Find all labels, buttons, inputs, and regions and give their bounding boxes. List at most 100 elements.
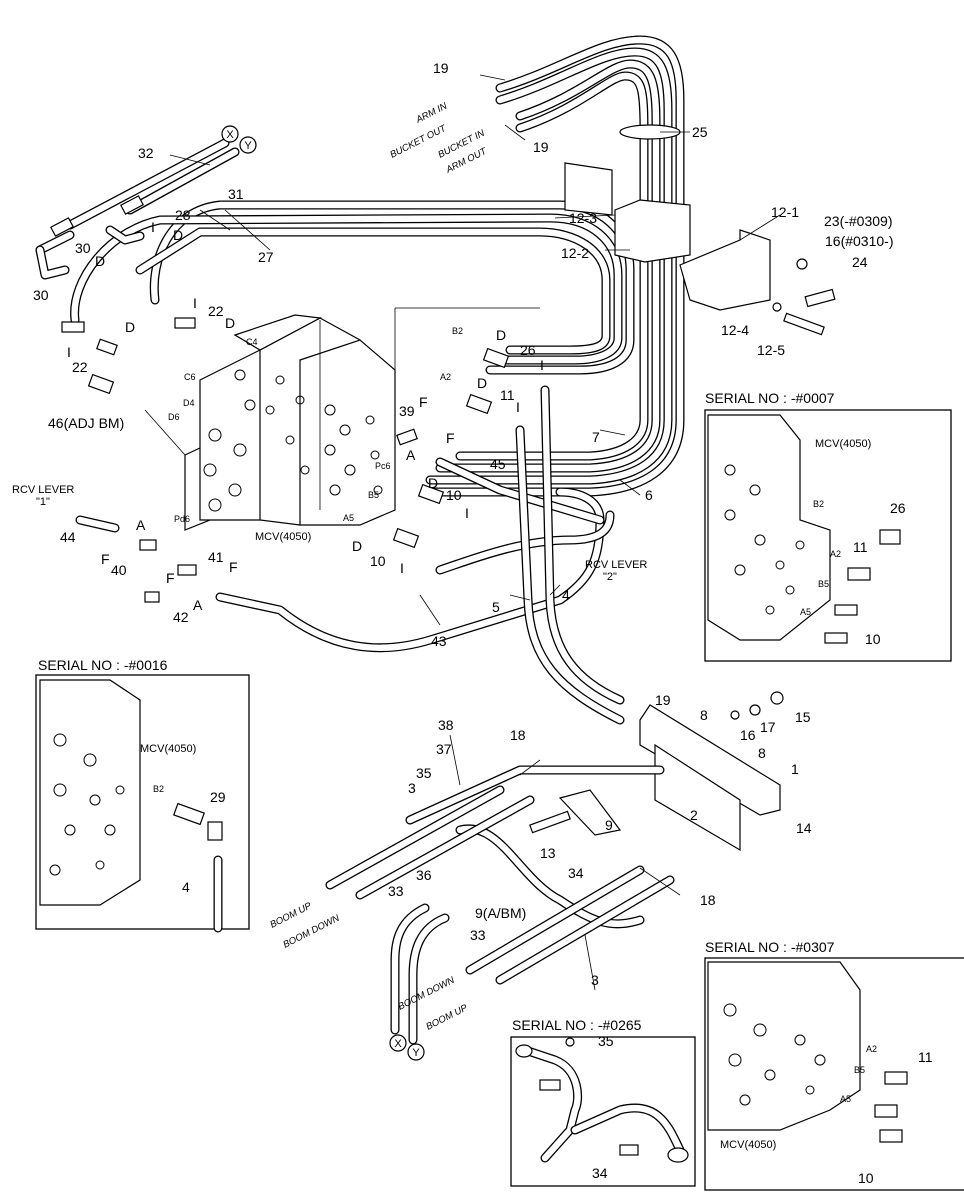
- callout-12-1: 12-1: [771, 204, 799, 220]
- inset-0016-port-b2: B2: [153, 784, 164, 794]
- callout-16-serial: 16(#0310-): [825, 233, 894, 249]
- callout-33-upper: 33: [388, 883, 404, 899]
- callout-i-3: I: [67, 344, 71, 360]
- callout-36: 36: [416, 867, 432, 883]
- label-rcv-lever-2-num: "2": [603, 571, 617, 583]
- callout-23: 23(-#0309): [824, 213, 893, 229]
- callout-18-lower: 18: [700, 892, 716, 908]
- inset-serial-0007: SERIAL NO : -#0007 MCV(4050) B2 A2 B5 A5…: [704, 390, 952, 662]
- inset-0265-callout-35: 35: [598, 1033, 614, 1049]
- port-pd6: Pd6: [174, 514, 190, 524]
- inset-0307-port-b5: B5: [854, 1065, 865, 1075]
- inset-0007-title: SERIAL NO : -#0007: [705, 390, 835, 406]
- inset-0007-port-b5: B5: [818, 579, 829, 589]
- inset-serial-0307: SERIAL NO : -#0307 MCV(4050) A2 B5 A5 11…: [704, 939, 964, 1191]
- loop-hoses-27-28: [70, 200, 635, 375]
- callout-d-2: D: [95, 253, 105, 269]
- callout-30-upper: 30: [75, 240, 91, 256]
- callout-a-3: A: [193, 597, 203, 613]
- lower-tube-assembly: [405, 691, 784, 929]
- boom-hoses-3: [325, 785, 675, 985]
- callout-a-2: A: [136, 517, 146, 533]
- callout-8-upper: 8: [700, 707, 708, 723]
- label-boom-up-right: BOOM UP: [424, 1002, 470, 1032]
- elbow-fittings-30: [35, 195, 145, 333]
- inset-0307-callout-11: 11: [918, 1049, 933, 1065]
- callout-30-lower: 30: [33, 287, 49, 303]
- inset-0016-callout-4: 4: [182, 879, 190, 895]
- label-boom-down-right: BOOM DOWN: [396, 975, 456, 1013]
- callout-35-main: 35: [416, 765, 432, 781]
- callout-8-lower: 8: [758, 745, 766, 761]
- clamp-bracket-assembly: [564, 124, 836, 336]
- callout-d-7: D: [428, 475, 438, 491]
- callout-i-2: I: [193, 295, 197, 311]
- label-arm-in-upper: ARM IN: [413, 101, 449, 126]
- label-rcv-lever-1-num: "1": [36, 496, 50, 508]
- callout-11-main: 11: [500, 387, 515, 403]
- callout-39: 39: [399, 403, 415, 419]
- callout-i-4: I: [540, 357, 544, 373]
- callout-d-1: D: [173, 227, 183, 243]
- callout-7: 7: [592, 429, 600, 445]
- port-b5: B5: [368, 490, 379, 500]
- inset-0265-title: SERIAL NO : -#0265: [512, 1017, 642, 1033]
- mcv-fittings: [87, 317, 510, 603]
- callout-22-upper: 22: [208, 303, 224, 319]
- callout-22-lower: 22: [72, 359, 88, 375]
- callout-14: 14: [796, 820, 812, 836]
- callout-5: 5: [492, 599, 500, 615]
- x-marker-top: X: [226, 129, 234, 141]
- callout-13: 13: [540, 845, 556, 861]
- callout-numbers: 19 19 25 32 31 28 27 30 30 D D D I I I 2…: [33, 60, 894, 988]
- callout-f-3: F: [101, 551, 110, 567]
- inset-0016-mcv: MCV(4050): [140, 743, 196, 755]
- inset-0307-port-a2: A2: [866, 1044, 877, 1054]
- callout-26-main: 26: [520, 342, 536, 358]
- callout-10-main-lower: 10: [370, 553, 386, 569]
- inset-serial-0265: SERIAL NO : -#0265 35 34: [510, 1017, 696, 1187]
- callout-24: 24: [852, 254, 868, 270]
- callout-12-5: 12-5: [757, 342, 785, 358]
- callout-9: 9: [605, 817, 613, 833]
- y-marker-top: Y: [244, 140, 252, 152]
- callout-1: 1: [791, 761, 799, 777]
- inset-0007-callout-11: 11: [853, 539, 868, 555]
- callout-19-lower: 19: [655, 692, 671, 708]
- inset-0307-title: SERIAL NO : -#0307: [705, 939, 835, 955]
- callout-f-2: F: [446, 430, 455, 446]
- callout-45: 45: [490, 456, 506, 472]
- callout-41: 41: [208, 549, 224, 565]
- callout-a-1: A: [406, 447, 416, 463]
- x-marker-bottom: X: [394, 1038, 402, 1050]
- inset-0007-port-a5: A5: [800, 607, 811, 617]
- callout-12-2: 12-2: [561, 245, 589, 261]
- label-boom-up-left: BOOM UP: [268, 900, 314, 930]
- callout-3-upper: 3: [408, 780, 416, 796]
- callout-44: 44: [60, 529, 76, 545]
- inset-serial-0016: SERIAL NO : -#0016 MCV(4050) B2 29 4: [35, 657, 250, 933]
- callout-37: 37: [436, 741, 452, 757]
- inset-0007-port-a2: A2: [830, 549, 841, 559]
- callout-38: 38: [438, 717, 454, 733]
- callout-d-6: D: [477, 375, 487, 391]
- label-mcv-main: MCV(4050): [255, 531, 311, 543]
- y-marker-bottom: Y: [412, 1047, 420, 1059]
- inset-0265-callout-34: 34: [592, 1165, 608, 1181]
- callout-40: 40: [111, 562, 127, 578]
- callout-d-5: D: [496, 327, 506, 343]
- callout-46: 46(ADJ BM): [48, 415, 124, 431]
- callout-d-4: D: [225, 315, 235, 331]
- port-d6: D6: [168, 412, 180, 422]
- callout-d-3: D: [125, 319, 135, 335]
- leader-lines: [144, 74, 781, 991]
- callout-i-1: I: [151, 219, 155, 235]
- callout-15: 15: [795, 709, 811, 725]
- port-c4: C4: [246, 337, 258, 347]
- callout-9-abm: 9(A/BM): [475, 905, 526, 921]
- inset-0007-mcv: MCV(4050): [815, 438, 871, 450]
- port-a5: A5: [343, 513, 354, 523]
- inset-0307-callout-10: 10: [858, 1170, 874, 1186]
- callout-2: 2: [690, 807, 698, 823]
